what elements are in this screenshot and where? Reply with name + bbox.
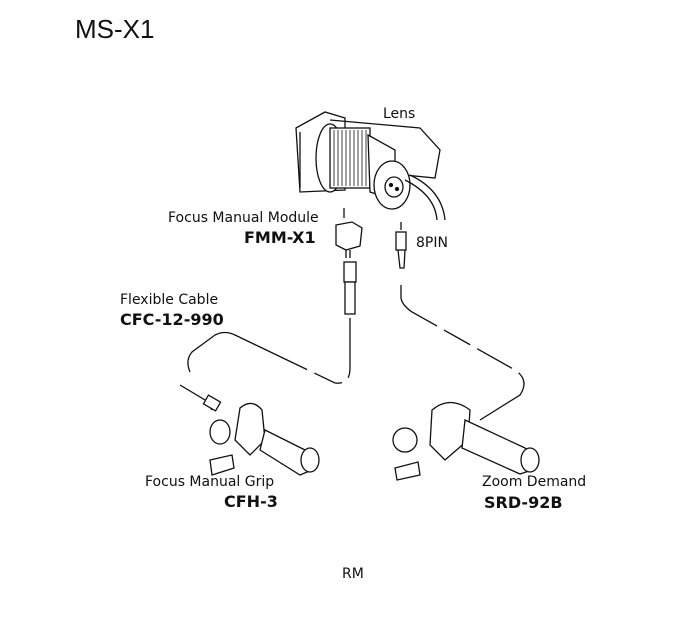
zoom-cable	[400, 285, 525, 421]
flexible-cable-illustration	[179, 261, 357, 412]
zoom-model-label: SRD-92B	[484, 493, 563, 512]
module-model-label: FMM-X1	[244, 228, 316, 247]
cable-model-label: CFC-12-990	[120, 310, 224, 329]
cable-name-label: Flexible Cable	[120, 292, 219, 308]
module-name-label: Focus Manual Module	[168, 210, 319, 226]
focus-manual-grip-illustration	[209, 402, 320, 476]
zoom-name-label: Zoom Demand	[482, 474, 587, 490]
page-title: MS-X1	[75, 14, 155, 44]
lens-label: Lens	[383, 106, 416, 122]
grip-name-label: Focus Manual Grip	[145, 474, 275, 490]
zoom-demand-illustration	[392, 401, 540, 481]
focus-manual-module-illustration	[335, 208, 363, 258]
grip-model-label: CFH-3	[224, 492, 278, 511]
connector-label: 8PIN	[416, 235, 448, 251]
8pin-connector-illustration	[395, 222, 407, 269]
footer-label: RM	[342, 566, 364, 582]
lens-illustration	[295, 111, 446, 221]
